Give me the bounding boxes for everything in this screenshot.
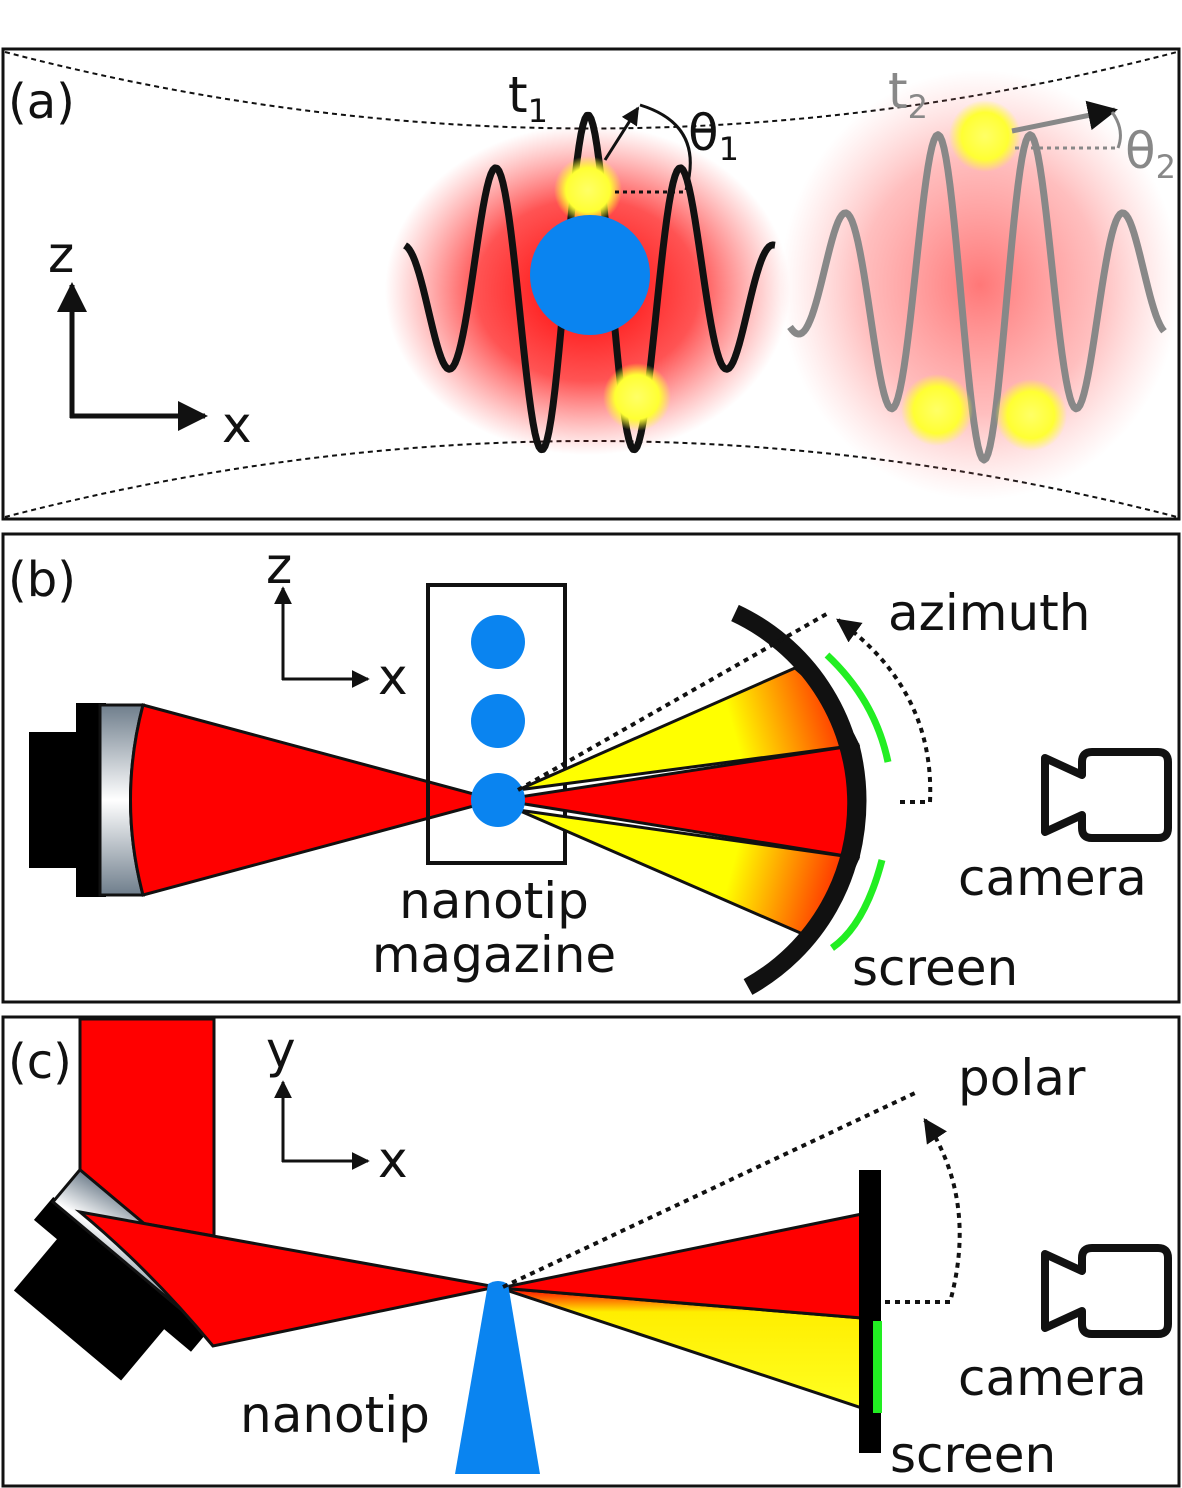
screen-phosphor-lower [829, 859, 886, 951]
screen-phosphor-c [873, 1321, 882, 1413]
axis-b-x-label: x [378, 648, 408, 706]
mirror-mount [29, 732, 84, 868]
mirror-holder-c [33, 1196, 211, 1352]
theta1-arrow [603, 106, 640, 161]
theta1-arc [639, 103, 692, 191]
panel-b-label: (b) [8, 552, 76, 608]
camera-icon-c [1041, 1244, 1172, 1338]
nanotip-label: nanotip [240, 1386, 430, 1444]
theta2-label: θ2 [1125, 122, 1176, 186]
azimuth-arc [836, 618, 933, 804]
t2-label: t2 [888, 62, 928, 126]
mirror-mount-c [13, 1236, 167, 1381]
panel-c-frame [1, 1015, 1181, 1488]
axis-c-x-label: x [378, 1131, 408, 1189]
nanotip-magazine [426, 583, 567, 865]
magazine-tip-2 [471, 694, 525, 748]
axis-a-x-label: x [222, 396, 252, 454]
theta1-label: θ1 [688, 104, 739, 168]
electron-t2-bottom-right [995, 379, 1067, 451]
screen-phosphor-upper [824, 652, 892, 763]
panel-c-label: (c) [8, 1034, 72, 1090]
nanotip-cone [455, 1281, 540, 1474]
electron-t2-top [949, 100, 1021, 172]
detector-screen-curved [731, 604, 866, 995]
panel-c: (c) y x nanotip polar camera screen [1, 1015, 1181, 1488]
active-nanotip [471, 773, 525, 827]
axis-b-z-label: z [266, 537, 292, 595]
laser-beam-focusing [129, 703, 502, 897]
panel-b-frame [1, 532, 1181, 1004]
electron-t1-bottom [603, 363, 671, 431]
panel-a: (a) t1 θ1 t2 θ2 z x [1, 47, 1181, 521]
panel-a-label: (a) [8, 74, 75, 130]
theta2-arc [1110, 111, 1122, 149]
electron-t2-bottom-left [901, 374, 973, 446]
screen-label-c: screen [890, 1426, 1056, 1484]
electron-t1-top [554, 156, 622, 224]
panel-b: (b) z x nanotip magazine azimuth camera … [1, 532, 1181, 1004]
camera-label-c: camera [958, 1349, 1147, 1407]
screen-label-b: screen [852, 939, 1018, 997]
field-wave-t2 [787, 131, 1167, 464]
axis-c-y-label: y [266, 1021, 296, 1079]
axis-a-z-label: z [48, 226, 74, 284]
laser-beam-focusing-c [74, 1209, 497, 1348]
camera-icon [1041, 748, 1172, 842]
magazine-label-line1: nanotip [399, 872, 589, 930]
azimuth-label: azimuth [888, 584, 1090, 642]
theta2-arrow [1011, 100, 1118, 134]
polar-arc [885, 1117, 962, 1304]
polar-label: polar [958, 1049, 1086, 1107]
camera-label-b: camera [958, 849, 1147, 907]
nanotip-sphere [530, 215, 650, 335]
magazine-label-line2: magazine [372, 926, 616, 984]
field-wave-t1 [403, 111, 777, 454]
t1-label: t1 [508, 66, 548, 130]
magazine-tip-1 [471, 615, 525, 669]
